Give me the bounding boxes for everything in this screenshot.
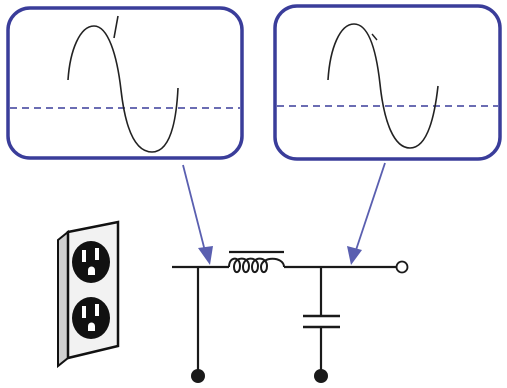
output-probe-arrowhead xyxy=(347,246,362,265)
capacitor-icon xyxy=(303,314,340,329)
filtered-panel-frame xyxy=(273,4,502,161)
input-sine-wave xyxy=(67,25,179,153)
output-terminal-icon xyxy=(395,260,409,274)
filtered-sine-wave xyxy=(327,23,439,149)
output-probe-arrow-shaft xyxy=(353,162,386,257)
input-probe-arrow-shaft xyxy=(182,164,207,256)
filtered-waveform-panel xyxy=(273,4,502,161)
outlet-receptacle-upper xyxy=(72,241,110,283)
filtered-wave-kink xyxy=(371,33,378,41)
inductor-coil-icon xyxy=(228,250,285,274)
input-panel-frame xyxy=(6,6,244,160)
outlet-receptacle-lower xyxy=(72,297,110,339)
input-probe-arrowhead xyxy=(198,246,213,265)
probe-arrows xyxy=(182,162,386,265)
lc-filter-circuit xyxy=(172,250,409,383)
wall-outlet-icon xyxy=(57,220,120,369)
input-noise-spike xyxy=(113,15,119,39)
capacitor-ground-node xyxy=(314,369,328,383)
input-waveform-panel xyxy=(6,6,244,160)
input-ground-node xyxy=(191,369,205,383)
inductor-windings xyxy=(228,257,285,274)
outlet-plate-side xyxy=(57,229,69,369)
